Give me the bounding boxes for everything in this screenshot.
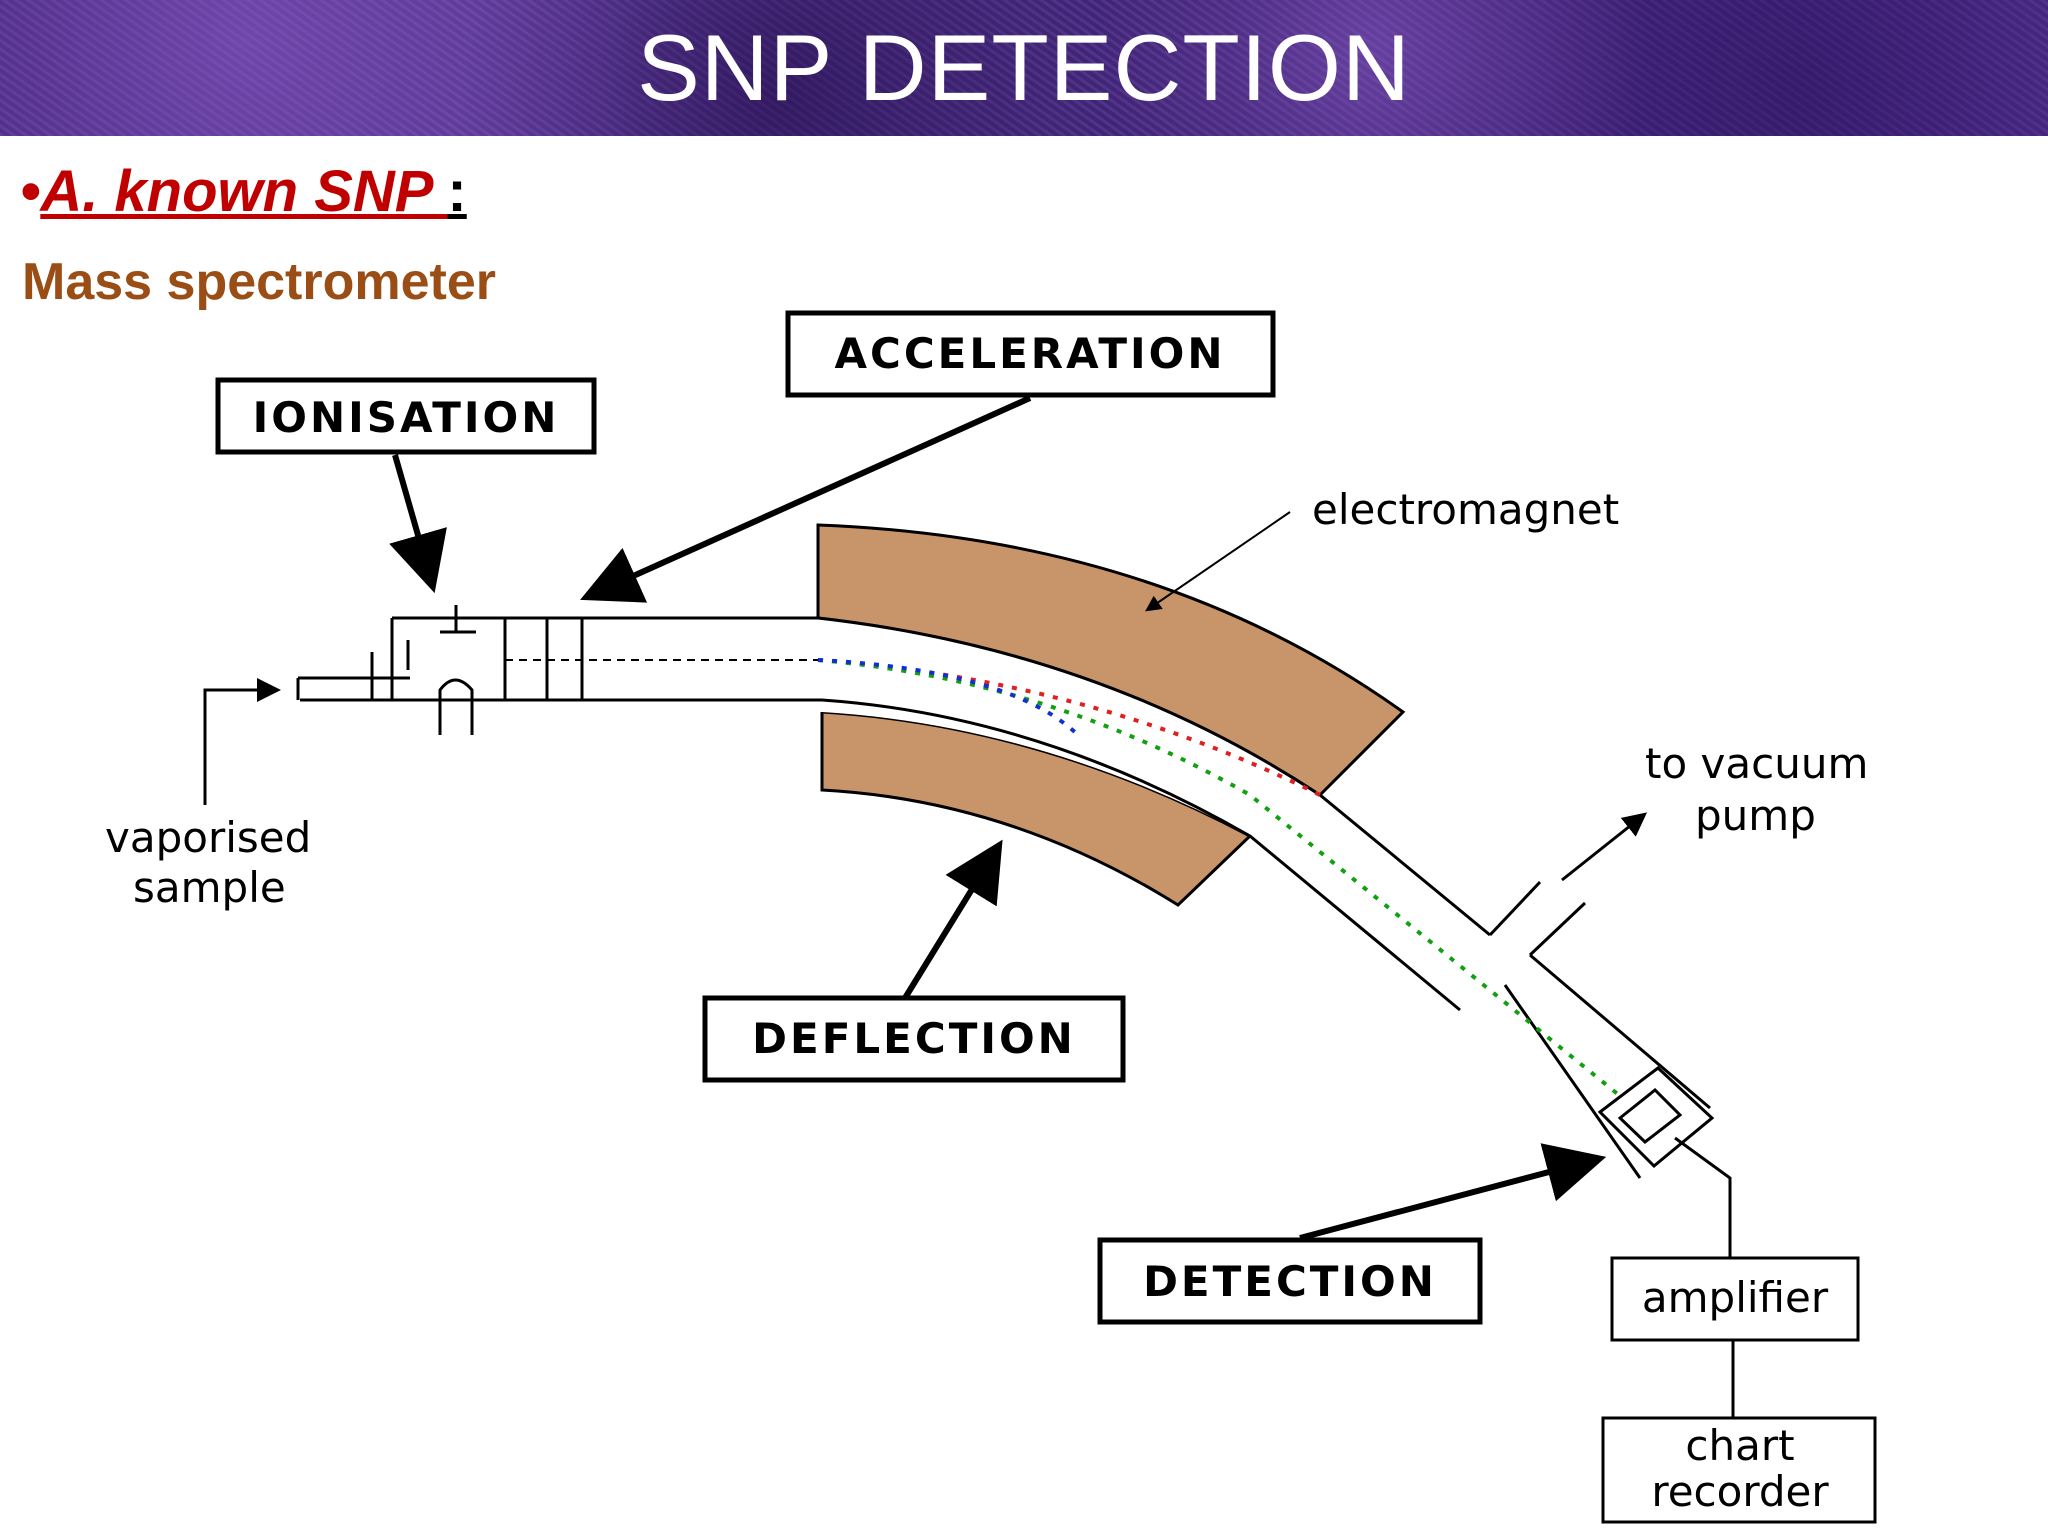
- slide-title: SNP DETECTION: [637, 15, 1411, 120]
- acceleration-arrow: [580, 395, 1032, 603]
- ion-path-green: [817, 658, 1627, 1102]
- title-bar: SNP DETECTION: [0, 0, 2048, 136]
- vacuum-arrow: [1561, 812, 1648, 882]
- flight-tube-walls: [300, 616, 1711, 1179]
- bullet: •: [20, 159, 41, 224]
- detection-box: [1097, 1237, 1483, 1325]
- ion-source: [296, 605, 584, 735]
- section-heading: Mass spectrometer: [22, 253, 496, 311]
- deflection-label: DEFLECTION: [752, 1014, 1076, 1063]
- vacuum-outlet: [1488, 880, 1587, 957]
- electromagnet-arrow: [1145, 511, 1291, 612]
- flight-tube: [580, 618, 1710, 1178]
- vacuum-label-line1: to vacuum: [1645, 739, 1868, 788]
- chart-recorder-label-line2: recorder: [1651, 1467, 1829, 1516]
- sample-label-line1: vaporised: [105, 813, 311, 862]
- ionisation-arrow: [389, 454, 447, 594]
- sample-arrow: [203, 678, 281, 805]
- signal-wiring: [1674, 1136, 1735, 1418]
- acceleration-box: [785, 310, 1276, 398]
- subtitle-colon: :: [447, 159, 467, 224]
- ionisation-box: [215, 377, 597, 455]
- chart-recorder-label-line1: chart: [1685, 1421, 1794, 1470]
- deflection-box: [702, 995, 1126, 1083]
- acceleration-label: ACCELERATION: [834, 329, 1225, 378]
- electromagnet-label: electromagnet: [1312, 485, 1619, 534]
- amplifier-box: [1610, 1256, 1860, 1342]
- detection-arrow: [1299, 1143, 1607, 1241]
- subtitle-text: A. known SNP: [40, 159, 448, 224]
- deflection-arrow: [902, 839, 1003, 1000]
- chart-recorder-box: [1601, 1416, 1877, 1524]
- ionisation-label: IONISATION: [253, 393, 560, 442]
- subtitle: •A. known SNP :: [20, 158, 467, 225]
- detector: [1597, 1066, 1715, 1169]
- vacuum-label-line2: pump: [1695, 791, 1816, 840]
- detection-label: DETECTION: [1143, 1257, 1437, 1306]
- sample-label-line2: sample: [133, 863, 286, 912]
- ion-path-blue: [817, 658, 1080, 737]
- amplifier-label: amplifier: [1642, 1273, 1829, 1322]
